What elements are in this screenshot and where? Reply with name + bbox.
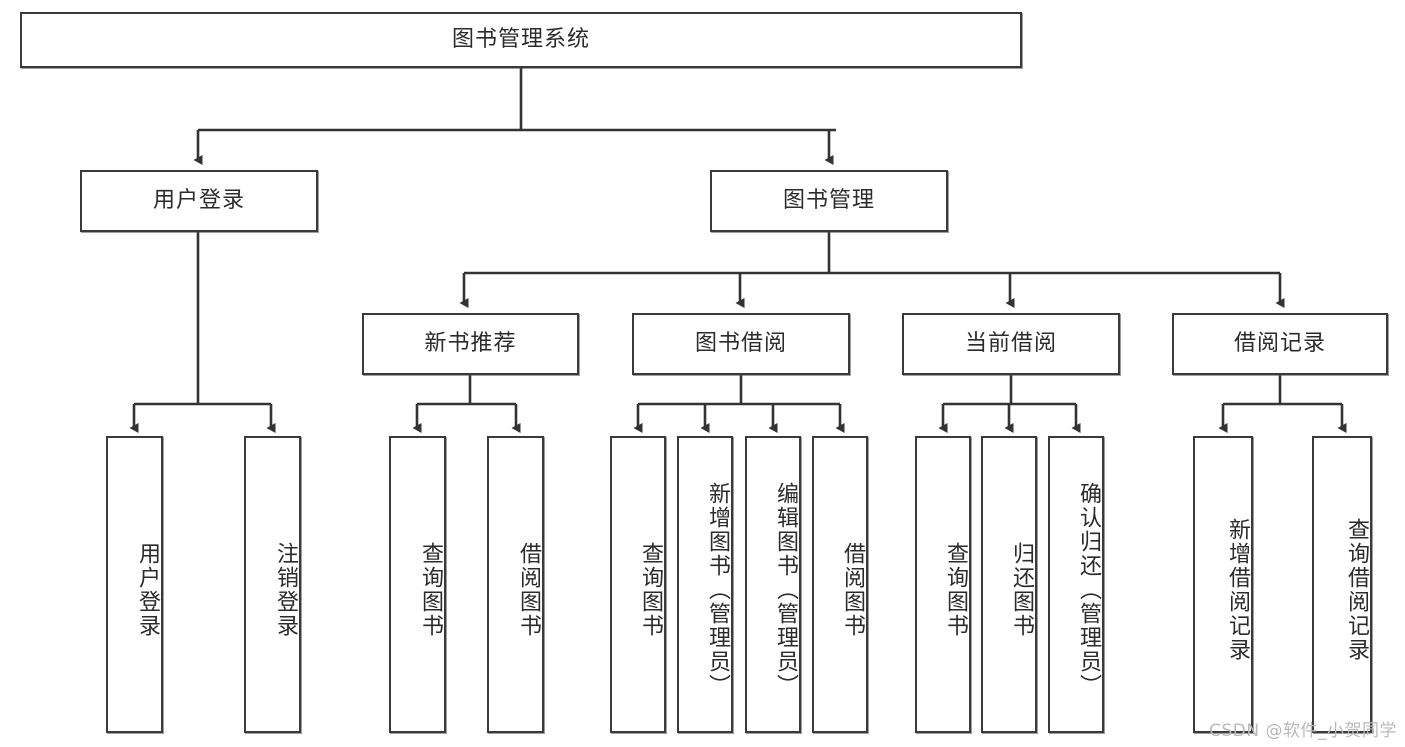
node-label: 借阅图书 bbox=[840, 541, 865, 638]
node-label: 借阅记录 bbox=[1233, 330, 1326, 356]
node-label: 借阅图书 bbox=[516, 541, 541, 638]
node-label: 图书借阅 bbox=[694, 330, 787, 356]
leaf-node-return-book[interactable]: 归还图书 bbox=[981, 436, 1037, 733]
node-label: 新书推荐 bbox=[424, 330, 517, 356]
node-label: 当前借阅 bbox=[964, 330, 1057, 356]
node-label: 编辑图书（管理员） bbox=[773, 481, 798, 698]
leaf-node-add-borrowing-record[interactable]: 新增借阅记录 bbox=[1193, 436, 1253, 733]
leaf-node-query-book-current[interactable]: 查询图书 bbox=[915, 436, 971, 733]
node-label: 图书管理 bbox=[782, 187, 875, 213]
node-book-borrowing[interactable]: 图书借阅 bbox=[632, 313, 850, 375]
edges-booklogin-to-leaves bbox=[129, 232, 276, 433]
node-current-borrowing[interactable]: 当前借阅 bbox=[902, 313, 1120, 375]
node-borrowing-record[interactable]: 借阅记录 bbox=[1172, 313, 1388, 375]
edges-bookmanage-to-level2 bbox=[459, 232, 1285, 308]
leaf-node-edit-book-admin[interactable]: 编辑图书（管理员） bbox=[745, 436, 801, 733]
node-label: 查询图书 bbox=[638, 541, 663, 638]
node-label: 图书管理系统 bbox=[451, 26, 590, 52]
node-label: 新增借阅记录 bbox=[1225, 517, 1250, 662]
leaf-node-confirm-return-admin[interactable]: 确认归还（管理员） bbox=[1048, 436, 1104, 733]
node-label: 用户登录 bbox=[135, 541, 160, 638]
node-label: 查询图书 bbox=[943, 541, 968, 638]
leaf-node-logout[interactable]: 注销登录 bbox=[244, 436, 301, 733]
leaf-node-borrow-book-new[interactable]: 借阅图书 bbox=[487, 436, 544, 733]
watermark-text: CSDN @软件_小贺同学 bbox=[1209, 721, 1397, 741]
edges-bookborrow-to-leaves bbox=[633, 375, 845, 433]
edges-root-to-level1 bbox=[193, 68, 836, 165]
edges-borrowrecord-to-leaves bbox=[1218, 375, 1347, 433]
node-label: 用户登录 bbox=[152, 187, 245, 213]
leaf-node-borrow-book[interactable]: 借阅图书 bbox=[812, 436, 868, 733]
node-label: 注销登录 bbox=[273, 541, 298, 638]
edges-currentborrow-to-leaves bbox=[938, 375, 1081, 433]
node-label: 查询图书 bbox=[418, 541, 443, 638]
leaf-node-user-login[interactable]: 用户登录 bbox=[106, 436, 163, 733]
node-label: 查询借阅记录 bbox=[1344, 517, 1369, 662]
node-book-management[interactable]: 图书管理 bbox=[710, 170, 948, 232]
leaf-node-query-borrowing-record[interactable]: 查询借阅记录 bbox=[1312, 436, 1372, 733]
node-label: 归还图书 bbox=[1009, 541, 1034, 638]
node-root-book-management-system[interactable]: 图书管理系统 bbox=[20, 12, 1022, 68]
node-label: 新增图书（管理员） bbox=[705, 481, 730, 698]
node-user-login[interactable]: 用户登录 bbox=[80, 170, 318, 232]
leaf-node-add-book-admin[interactable]: 新增图书（管理员） bbox=[677, 436, 733, 733]
node-label: 确认归还（管理员） bbox=[1076, 481, 1101, 698]
leaf-node-query-book-borrow[interactable]: 查询图书 bbox=[610, 436, 666, 733]
edges-newbook-to-leaves bbox=[412, 375, 521, 433]
leaf-node-query-book-new[interactable]: 查询图书 bbox=[389, 436, 446, 733]
node-new-book-recommendation[interactable]: 新书推荐 bbox=[362, 313, 579, 375]
